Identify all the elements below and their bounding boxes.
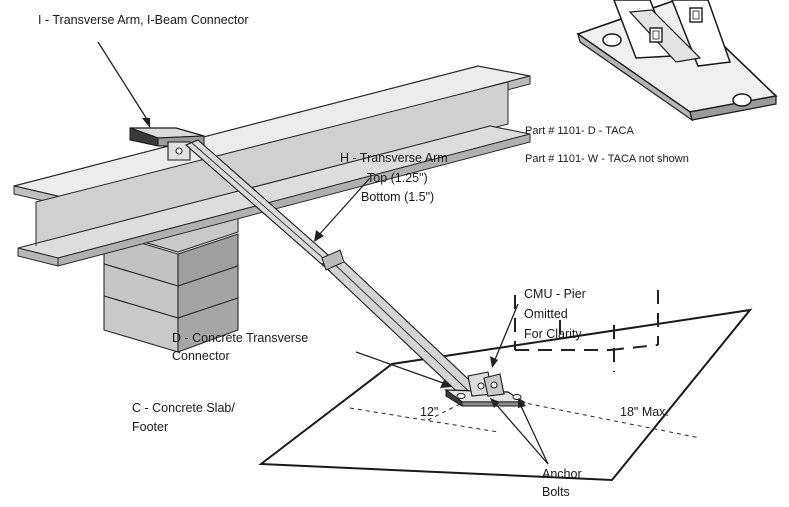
cmu-pier-omitted-outline [514, 290, 659, 372]
label-cmu-line3: For Clarity [524, 327, 582, 341]
label-c-slab-line2: Footer [132, 420, 168, 434]
label-cmu-line1: CMU - Pier [524, 287, 586, 301]
label-anchor-line2: Bolts [542, 485, 570, 499]
label-part-w: Part # 1101- W - TACA not shown [525, 153, 689, 165]
label-part-d: Part # 1101- D - TACA [525, 125, 634, 137]
i-beam [13, 65, 531, 267]
label-d-connector-line2: Connector [172, 349, 230, 363]
label-h-top: Top (1.25") [367, 171, 428, 185]
concrete-transverse-connector [444, 371, 527, 407]
transverse-arm-tube [184, 139, 488, 403]
label-c-slab-line1: C - Concrete Slab/ [132, 401, 235, 415]
part-inset-bracket [576, 0, 778, 122]
leader-arrows [97, 41, 549, 465]
label-i-connector: I - Transverse Arm, I-Beam Connector [38, 13, 249, 27]
label-dim-12: 12" [420, 405, 438, 419]
label-h-bottom: Bottom (1.5") [361, 190, 434, 204]
label-anchor-line1: Anchor [542, 467, 582, 481]
dimension-lines [349, 401, 701, 439]
label-dim-18: 18" Max. [620, 405, 669, 419]
label-cmu-line2: Omitted [524, 307, 568, 321]
label-d-connector-line1: D - Concrete Transverse [172, 331, 308, 345]
label-h-arm: H - Transverse Arm [340, 151, 448, 165]
